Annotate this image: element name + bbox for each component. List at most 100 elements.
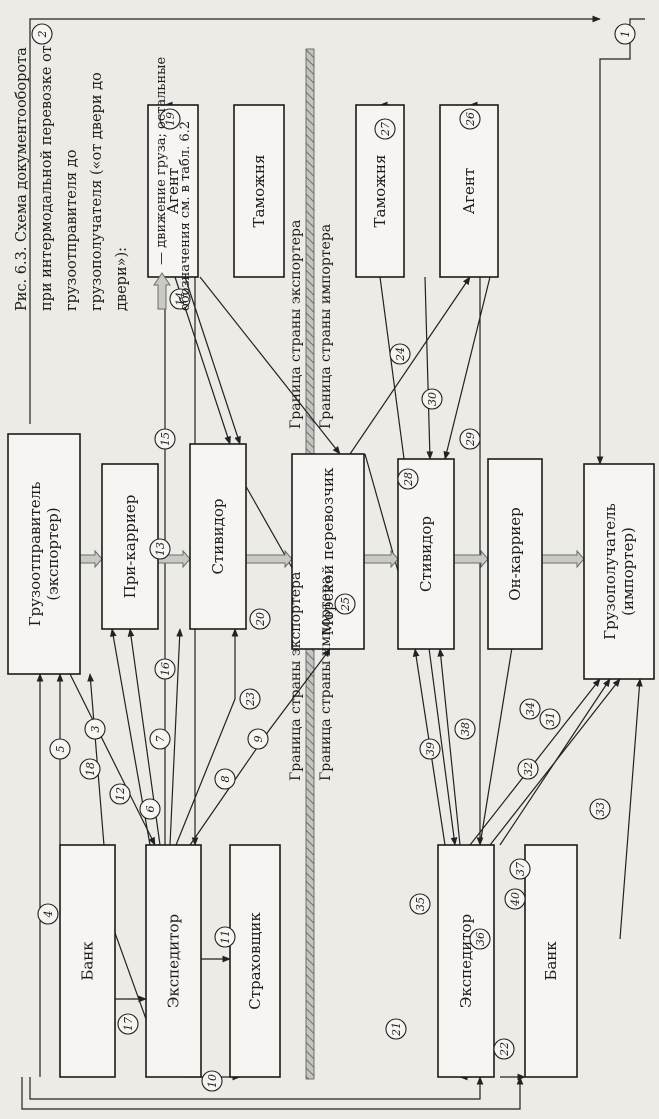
number-label: 14 xyxy=(174,292,187,306)
node-label: (импортер) xyxy=(619,527,637,616)
node-insurer: Страховщик xyxy=(229,844,281,1078)
node-bank-exp: Банк xyxy=(59,844,116,1078)
number-label: 2 xyxy=(36,31,49,39)
node-consignee: Грузополучатель(импортер) xyxy=(583,463,655,680)
node-forwarder-imp: Экспедитор xyxy=(437,844,495,1078)
document-number-27: 27 xyxy=(374,118,396,140)
document-flow-edge-38 xyxy=(437,648,461,846)
node-stevedore-exp: Стивидор xyxy=(189,443,247,630)
number-circle xyxy=(159,108,181,130)
number-label: 16 xyxy=(159,662,172,676)
number-label: 12 xyxy=(114,787,127,801)
node-label: Он-карриер xyxy=(506,507,524,600)
number-label: 32 xyxy=(522,762,535,776)
number-label: 24 xyxy=(394,347,407,362)
node-box xyxy=(147,104,199,278)
number-label: 17 xyxy=(122,1017,135,1031)
document-number-25: 25 xyxy=(334,593,356,615)
number-label: 1 xyxy=(619,31,632,38)
number-label: 15 xyxy=(159,432,172,446)
number-label: 10 xyxy=(206,1074,219,1088)
document-flow-edge-15 xyxy=(184,276,241,445)
number-label: 11 xyxy=(219,930,232,944)
node-box xyxy=(145,844,202,1078)
document-number-19: 19 xyxy=(159,108,181,130)
node-box xyxy=(59,844,116,1078)
document-number-20: 20 xyxy=(249,608,271,630)
number-circle xyxy=(409,893,431,915)
number-circle xyxy=(239,688,261,710)
node-box xyxy=(583,463,655,680)
figure-caption: Рис. 6.3. Схема документооборота при инт… xyxy=(14,45,130,311)
node-customs-imp: Таможня xyxy=(355,104,405,278)
number-circle xyxy=(117,1013,139,1035)
document-flow-edge-9 xyxy=(189,648,331,846)
document-number-31: 31 xyxy=(539,708,561,730)
number-circle xyxy=(397,468,419,490)
node-shipper: Грузоотправитель(экспортер) xyxy=(7,433,81,675)
document-number-8: 8 xyxy=(214,768,236,790)
document-number-29: 29 xyxy=(459,428,481,450)
cargo-flow-arrow xyxy=(245,549,293,569)
node-label: Стивидор xyxy=(417,516,435,592)
node-box xyxy=(355,104,405,278)
document-flow-edge-2 xyxy=(29,15,601,424)
node-label: Стивидор xyxy=(209,498,227,574)
node-customs-exp: Таможня xyxy=(233,104,285,278)
node-label: Банк xyxy=(542,941,560,981)
cargo-flow-arrow xyxy=(541,549,585,569)
document-flow-edge-21 xyxy=(29,1076,484,1100)
node-agent-imp: Агент xyxy=(439,104,499,278)
document-number-9: 9 xyxy=(247,728,269,750)
node-label: Грузоотправитель xyxy=(26,482,44,627)
document-number-11: 11 xyxy=(214,926,236,948)
number-circle xyxy=(614,23,636,45)
number-circle xyxy=(79,758,101,780)
border-label-importer-right: Граница страны импортера xyxy=(318,224,334,429)
document-number-16: 16 xyxy=(154,658,176,680)
number-circle xyxy=(539,708,561,730)
border-label-importer-left: Граница страны импортера xyxy=(318,576,334,781)
document-number-40: 40 xyxy=(504,888,526,910)
document-number-24: 24 xyxy=(389,343,411,365)
node-box xyxy=(229,844,281,1078)
node-pre-carrier: При-карриер xyxy=(101,463,159,630)
number-circle xyxy=(139,798,161,820)
node-label: Агент xyxy=(164,168,182,214)
document-number-12: 12 xyxy=(109,783,131,805)
node-label: Таможня xyxy=(250,155,268,228)
number-circle xyxy=(419,738,441,760)
number-label: 36 xyxy=(474,932,487,946)
document-flow-edge-33 xyxy=(619,678,643,940)
number-circle xyxy=(493,1038,515,1060)
number-circle xyxy=(421,388,443,410)
number-label: 7 xyxy=(154,736,167,743)
number-circle xyxy=(37,903,59,925)
number-circle xyxy=(247,728,269,750)
document-number-22: 22 xyxy=(493,1038,515,1060)
node-forwarder-exp: Экспедитор xyxy=(145,844,202,1078)
node-label: Банк xyxy=(79,941,97,981)
number-circle xyxy=(504,888,526,910)
document-flow-edge-37 xyxy=(479,628,518,846)
number-label: 6 xyxy=(144,806,157,813)
number-label: 4 xyxy=(42,911,55,919)
document-flow-edge-34 xyxy=(499,678,611,846)
document-flow-edge-28 xyxy=(424,276,434,460)
number-label: 39 xyxy=(424,742,437,756)
number-circle xyxy=(334,593,356,615)
document-number-10: 10 xyxy=(201,1070,223,1092)
number-circle xyxy=(374,118,396,140)
document-flow-edge-1 xyxy=(596,18,645,465)
number-label: 33 xyxy=(594,802,607,816)
number-circle xyxy=(459,108,481,130)
document-number-37: 37 xyxy=(509,858,531,880)
number-circle xyxy=(169,288,191,310)
legend: — движение груза; остальные обозначения … xyxy=(150,15,198,311)
document-flow-edge-30 xyxy=(443,276,491,460)
number-circle xyxy=(154,658,176,680)
node-box xyxy=(487,458,543,650)
number-label: 20 xyxy=(254,612,267,627)
document-number-3: 3 xyxy=(84,718,106,740)
number-label: 37 xyxy=(514,862,527,876)
